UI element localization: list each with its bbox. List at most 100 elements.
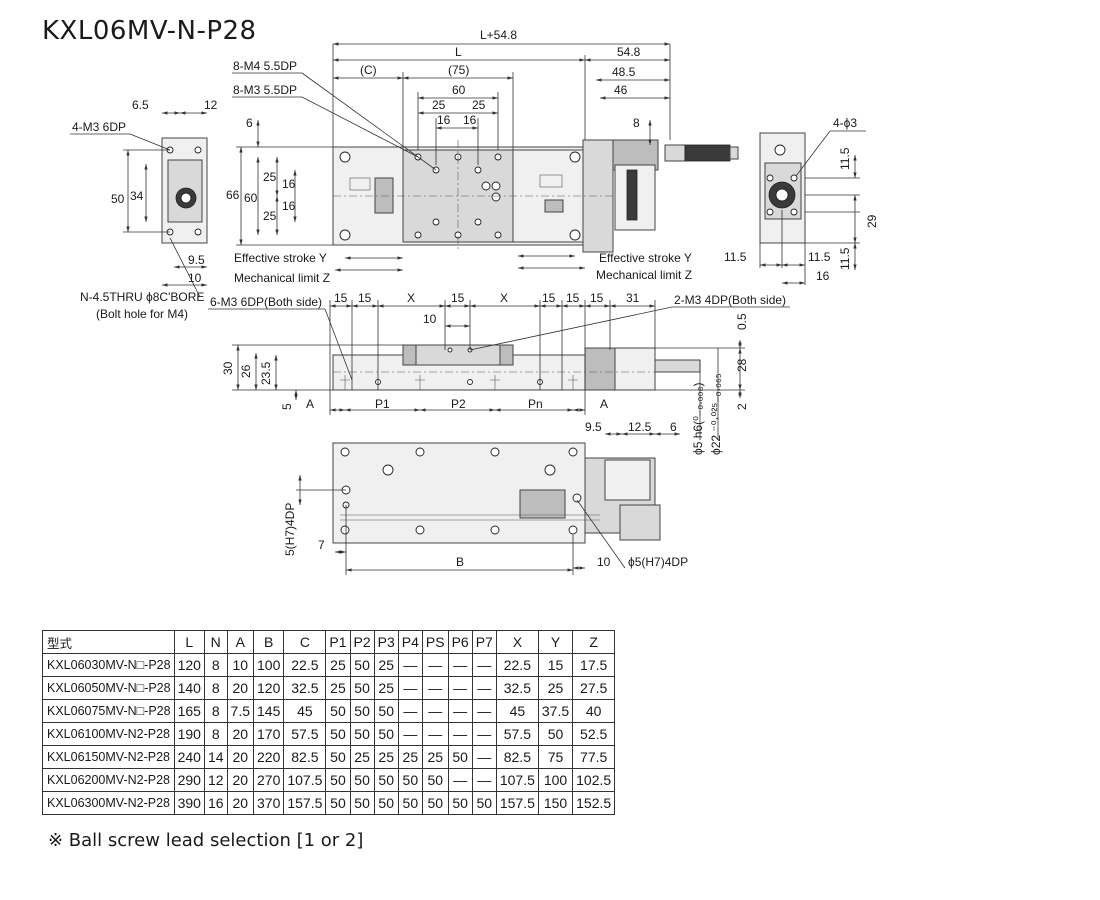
table-cell: 50 [325,791,351,815]
table-header-cell: C [283,630,327,654]
table-header-cell: L [173,630,205,654]
table-cell: 240 [173,745,205,769]
dimension-label: 50 [111,192,125,206]
table-header-cell: X [495,630,539,654]
dimension-label: X [500,291,508,305]
table-cell: 17.5 [572,653,616,677]
dimension-label: 15 [451,291,465,305]
table-cell: 50 [325,745,351,769]
table-cell: 50 [397,768,423,792]
table-cell: 15 [537,653,574,677]
dimension-label: 15 [542,291,556,305]
table-header-cell: A [226,630,255,654]
dimension-label: 10 [597,555,611,569]
table-cell: 107.5 [283,768,327,792]
dimension-label: (Bolt hole for M4) [96,307,188,321]
table-cell: 45 [283,699,327,723]
dimension-label: 16 [282,177,296,191]
dimension-label: 6-M3 6DP(Both side) [210,295,322,309]
table-cell: — [471,699,497,723]
table-header-cell: P7 [471,630,497,654]
dimension-label: P2 [451,397,466,411]
dimension-label: 46 [614,83,628,97]
dimension-label: 12.5 [628,420,652,434]
dimension-label: N-4.5THRU ϕ8C'BORE [80,290,204,304]
footnote: ※ Ball screw lead selection [1 or 2] [48,830,364,851]
table-cell: 165 [173,699,205,723]
dimension-label: 16 [437,113,451,127]
table-cell: — [471,745,497,769]
table-header-cell: 型式 [42,630,175,654]
table-cell: 25 [325,653,351,677]
table-cell: — [397,722,423,746]
table-cell: KXL06050MV-N□-P28 [42,676,175,700]
table-cell: KXL06030MV-N□-P28 [42,653,175,677]
table-cell: 57.5 [283,722,327,746]
table-cell: 77.5 [572,745,616,769]
table-cell: 20 [226,745,255,769]
dimension-label: 16 [282,199,296,213]
dimension-label: 26 [239,364,253,378]
table-cell: 157.5 [283,791,327,815]
table-header-cell: B [252,630,285,654]
dimension-label: 0.5 [735,313,749,330]
table-cell: 140 [173,676,205,700]
table-cell: 8 [203,722,228,746]
table-cell: 20 [226,722,255,746]
dimension-label: ϕ5(H7)4DP [628,555,688,569]
table-cell: 82.5 [495,745,539,769]
table-cell: 50 [349,699,375,723]
table-cell: 50 [373,699,399,723]
table-cell: 45 [495,699,539,723]
table-cell: — [471,653,497,677]
table-cell: 25 [537,676,574,700]
dimension-label: B [456,555,464,569]
table-cell: 120 [252,676,285,700]
dimension-label: A [600,397,608,411]
table-cell: 40 [572,699,616,723]
table-cell: 25 [397,745,423,769]
table-cell: 14 [203,745,228,769]
page-title: KXL06MV-N-P28 [42,16,257,46]
table-cell: — [471,722,497,746]
dimension-label: 6.5 [132,98,149,112]
table-cell: — [471,676,497,700]
dimension-label: 8-M3 5.5DP [233,83,297,97]
table-cell: — [397,676,423,700]
table-cell: 20 [226,676,255,700]
dimension-label: 15 [358,291,372,305]
dimension-label: Effective stroke Y [599,251,692,265]
table-cell: 150 [537,791,574,815]
right-end-view: 4-ϕ3 11.5 29 11.5 11.5 11.5 16 [724,116,879,285]
top-view [332,139,739,253]
side-dimensions: 6-M3 6DP(Both side) 15 15 X 15 X 15 15 1… [208,291,790,455]
dimension-label: L [455,45,462,59]
technical-drawing: L+54.8 L 54.8 (C) (75) 48.5 46 60 25 25 … [70,28,879,575]
left-end-view: 6.5 12 4-M3 6DP 50 34 9.5 10 N-4.5THRU ϕ… [70,98,218,321]
table-cell: — [447,699,473,723]
table-cell: 32.5 [495,676,539,700]
dimension-label: 11.5 [838,247,852,270]
table-cell: 57.5 [495,722,539,746]
table-cell: 100 [252,653,285,677]
table-cell: 50 [325,699,351,723]
dimension-label: (C) [360,63,377,77]
dimension-label: 60 [452,83,466,97]
dimension-label: 25 [472,98,486,112]
table-cell: 50 [397,791,423,815]
table-cell: 22.5 [283,653,327,677]
table-cell: 32.5 [283,676,327,700]
table-cell: — [471,768,497,792]
table-header-cell: P1 [325,630,351,654]
table-cell: 370 [252,791,285,815]
table-header-cell: P4 [397,630,423,654]
table-cell: 52.5 [572,722,616,746]
dimension-label: Mechanical limit Z [234,271,330,285]
dimension-label: 16 [463,113,477,127]
table-cell: 170 [252,722,285,746]
dimension-label: (75) [448,63,469,77]
table-header-cell: P3 [373,630,399,654]
table-cell: — [421,699,449,723]
